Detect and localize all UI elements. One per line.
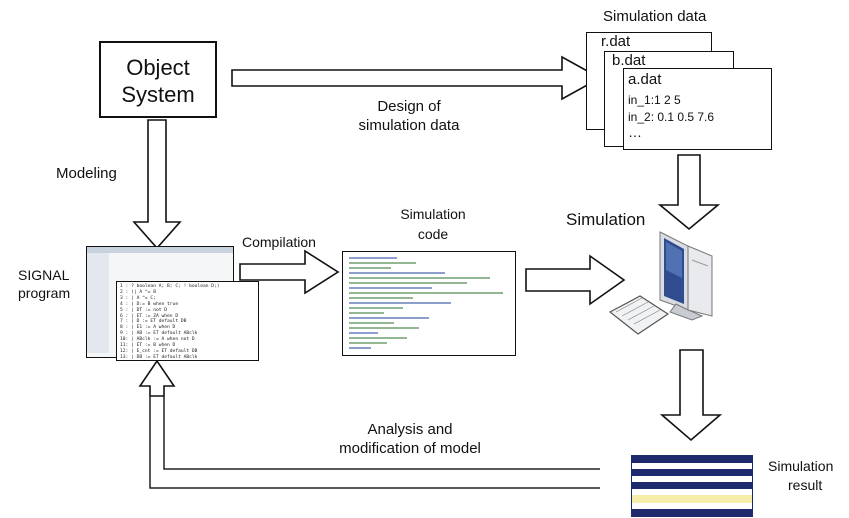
- simulation-code-stroke: [349, 337, 407, 339]
- signal-code-line: 10: | ABclk := A when not D: [120, 337, 195, 343]
- simulation-code-stroke: [349, 267, 391, 269]
- simulation-code-label-line1: Simulation: [400, 206, 466, 222]
- editor-toolbar: [87, 247, 233, 253]
- feedback-line-inner: [163, 396, 600, 470]
- simulation-code-stroke: [349, 292, 503, 294]
- result-row-header: [632, 456, 752, 463]
- feedback-arrow-head: [138, 359, 176, 397]
- object-system-label-line2: System: [121, 82, 195, 107]
- object-system-box: [99, 41, 217, 118]
- signal-code-window: 1 : ? boolean A; B; C; ! boolean D;)2 : …: [116, 281, 259, 361]
- result-row: [632, 503, 752, 509]
- simulation-code-stroke: [349, 282, 468, 284]
- result-row: [632, 509, 752, 516]
- design-label-line1: Design of: [377, 98, 441, 115]
- file-r-dat-label: r.dat: [601, 33, 631, 50]
- design-label-line2: simulation data: [358, 117, 460, 134]
- computer-icon: [608, 231, 713, 335]
- signal-program-label-line2: program: [18, 285, 71, 301]
- simulation-code-stroke: [349, 257, 397, 259]
- result-row: [632, 476, 752, 482]
- simulation-result-label-line2: result: [788, 477, 823, 493]
- simulation-to-result-arrow: [659, 349, 723, 442]
- file-a-dat-line1: in_1:1 2 5: [628, 93, 681, 107]
- signal-code-line: 13: | DB := ET default ABclk: [120, 354, 198, 360]
- simulation-code-stroke: [349, 332, 378, 334]
- signal-code-line: 6 : | ET := ZA when D: [120, 313, 179, 319]
- modeling-label: Modeling: [56, 165, 117, 182]
- file-a-dat: [623, 68, 772, 150]
- simulation-code-stroke: [349, 322, 394, 324]
- data-to-simulation-arrow: [657, 154, 721, 231]
- simulation-code-listing: [349, 257, 509, 351]
- simulation-code-stroke: [349, 327, 420, 329]
- simulation-code-stroke: [349, 262, 417, 264]
- simulation-code-stroke: [349, 317, 429, 319]
- simulation-result-table: [631, 455, 753, 517]
- signal-program-label-line1: SIGNAL: [18, 267, 70, 283]
- file-b-dat-label: b.dat: [612, 52, 646, 69]
- signal-code-line: 4 : | D:= B when true: [120, 301, 179, 307]
- file-a-dat-label: a.dat: [628, 71, 662, 88]
- simulation-code-stroke: [349, 347, 372, 349]
- compilation-arrow: [239, 249, 340, 295]
- computer-tower: [687, 245, 713, 317]
- signal-code-line: 1 : ? boolean A; B; C; ! boolean D;): [120, 284, 220, 289]
- simulation-code-stroke: [349, 272, 445, 274]
- modeling-arrow: [132, 119, 182, 250]
- file-a-dat-line3: …: [628, 124, 642, 140]
- simulation-code-stroke: [349, 287, 433, 289]
- compilation-label: Compilation: [242, 234, 316, 250]
- editor-sidebar: [87, 253, 109, 353]
- simulation-code-stroke: [349, 297, 413, 299]
- signal-code-line: 2 : (| A ^= B: [120, 289, 156, 295]
- simulation-code-stroke: [349, 302, 452, 304]
- simulation-code-label-line2: code: [417, 226, 449, 242]
- signal-code-listing: 1 : ? boolean A; B; C; ! boolean D;)2 : …: [120, 284, 256, 360]
- signal-code-line: 8 : | E1 := A when D: [120, 325, 176, 331]
- simulation-code-stroke: [349, 277, 490, 279]
- analysis-label-line1: Analysis and: [367, 421, 453, 438]
- signal-code-line: 11: | ET := B when D: [120, 343, 176, 349]
- result-row: [632, 463, 752, 469]
- execution-arrow: [525, 254, 626, 306]
- simulation-label: Simulation: [566, 210, 646, 229]
- keyboard: [608, 295, 670, 335]
- simulation-code-stroke: [349, 307, 404, 309]
- signal-code-line: 12: | E_cnt := ET default DB: [120, 348, 198, 354]
- result-row: [632, 482, 752, 489]
- signal-code-line: 7 : | D := ET default DB: [120, 319, 187, 325]
- simulation-code-stroke: [349, 312, 385, 314]
- signal-code-line: 5 : | DT := not D: [120, 307, 168, 313]
- result-row: [632, 469, 752, 476]
- feedback-line-outer: [149, 396, 600, 489]
- monitor-stand: [669, 303, 704, 321]
- simulation-data-title: Simulation data: [603, 8, 707, 25]
- object-system-label-line1: Object: [126, 55, 190, 80]
- signal-code-line: 3 : | A ^= C;: [120, 295, 156, 301]
- analysis-label-line2: modification of model: [339, 440, 481, 457]
- signal-code-line: 9 : | AB := ET default ABclk: [120, 331, 198, 337]
- simulation-code-stroke: [349, 342, 388, 344]
- result-row-highlight: [632, 495, 752, 503]
- simulation-code-window: [342, 251, 516, 356]
- simulation-result-label-line1: Simulation: [768, 458, 834, 474]
- design-arrow: [231, 55, 602, 101]
- file-a-dat-line2: in_2: 0.1 0.5 7.6: [628, 110, 715, 124]
- result-row: [632, 489, 752, 495]
